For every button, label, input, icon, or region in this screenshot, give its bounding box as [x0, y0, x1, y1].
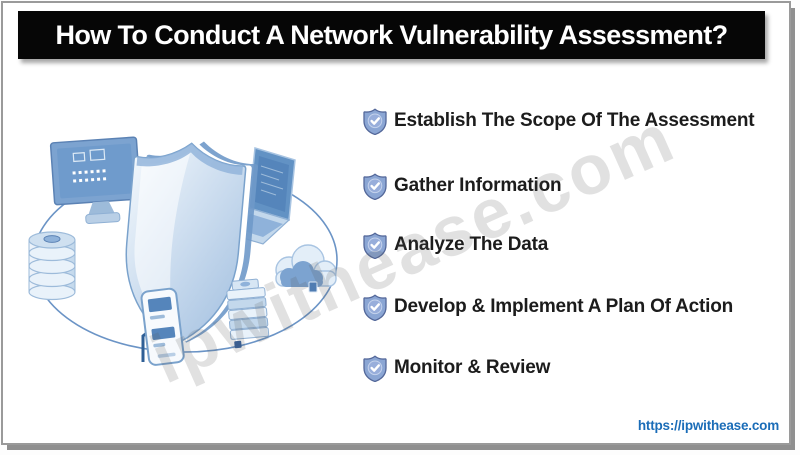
server-tower-icon [226, 278, 270, 349]
network-security-illustration [28, 136, 338, 366]
list-item: Establish The Scope Of The Assessment [363, 107, 755, 135]
steps-list: Establish The Scope Of The Assessment Ga… [363, 3, 788, 443]
shield-check-icon [363, 293, 387, 321]
shield-check-icon [363, 107, 387, 135]
list-item: Analyze The Data [363, 231, 548, 259]
shield-check-icon [363, 172, 387, 200]
website-link[interactable]: https://ipwithease.com [637, 418, 779, 433]
shield-check-icon [363, 354, 387, 382]
step-label: Analyze The Data [394, 234, 549, 255]
database-stack-icon [28, 231, 76, 301]
step-label: Establish The Scope Of The Assessment [394, 110, 755, 131]
step-label: Gather Information [394, 175, 562, 196]
list-item: Gather Information [363, 172, 562, 200]
cloud-server-icon [275, 244, 337, 293]
page-title: How To Conduct A Network Vulnerability A… [18, 11, 765, 59]
slide-canvas: How To Conduct A Network Vulnerability A… [1, 1, 791, 445]
list-item: Develop & Implement A Plan Of Action [363, 293, 733, 321]
page-title-text: How To Conduct A Network Vulnerability A… [55, 19, 728, 50]
smartphone-icon [140, 287, 185, 366]
shield-check-icon [363, 231, 387, 259]
list-item: Monitor & Review [363, 354, 550, 382]
step-label: Develop & Implement A Plan Of Action [394, 296, 734, 317]
desktop-monitor-icon [49, 136, 142, 225]
step-label: Monitor & Review [394, 357, 551, 378]
